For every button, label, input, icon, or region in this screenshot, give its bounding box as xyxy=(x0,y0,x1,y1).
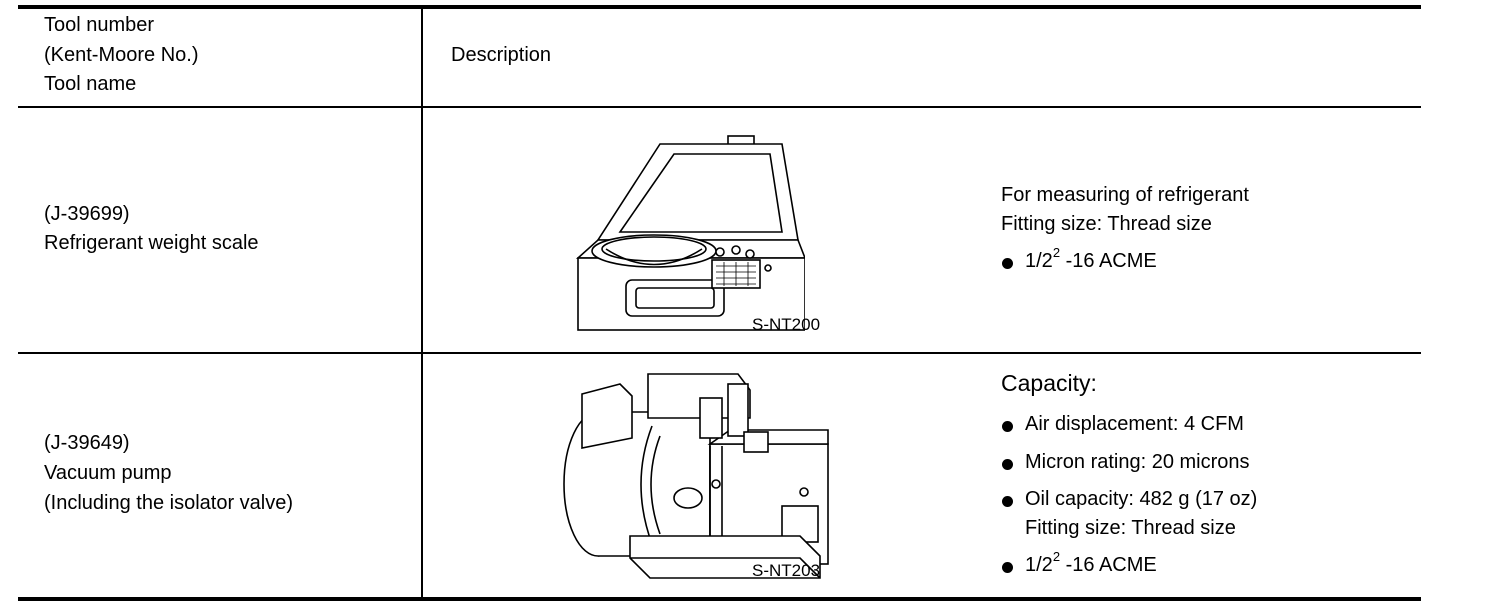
row2-bullet-3: Oil capacity: 482 g (17 oz) xyxy=(1025,488,1258,510)
table-top-rule xyxy=(18,5,1421,9)
row2-tool-number: (J-39649) xyxy=(44,432,130,454)
header-tool-name: Tool name xyxy=(44,73,137,95)
row2-bullet-dot-2 xyxy=(1002,459,1013,470)
row1-bullet-dot xyxy=(1002,258,1013,269)
row2-bullet-dot-4 xyxy=(1002,562,1013,573)
vacuum-pump-icon xyxy=(563,373,829,579)
row2-image-code: S-NT203 xyxy=(752,561,821,580)
header-description: Description xyxy=(451,44,552,66)
row1-tool-number: (J-39699) xyxy=(44,203,130,225)
row2-capacity-heading: Capacity: xyxy=(1001,370,1097,396)
row2-bullet-2: Micron rating: 20 microns xyxy=(1025,451,1250,473)
row2-bullet-dot-3 xyxy=(1002,496,1013,507)
row2-tool-note: (Including the isolator valve) xyxy=(44,492,294,514)
header-bottom-rule xyxy=(18,106,1421,108)
row2-fitting: Fitting size: Thread size xyxy=(1025,517,1236,539)
row-divider xyxy=(18,352,1421,354)
row2-bullet-1: Air displacement: 4 CFM xyxy=(1025,413,1244,435)
column-divider xyxy=(421,7,423,599)
refrigerant-scale-icon xyxy=(575,135,805,331)
table-bottom-rule xyxy=(18,597,1421,601)
row1-image-code: S-NT200 xyxy=(752,315,821,334)
row1-desc-bullet: 1/22 -16 ACME xyxy=(1025,245,1157,272)
header-tool-number: Tool number xyxy=(44,14,155,36)
header-kent-moore: (Kent-Moore No.) xyxy=(44,44,199,66)
row2-tool-name: Vacuum pump xyxy=(44,462,172,484)
row1-desc-line2: Fitting size: Thread size xyxy=(1001,213,1212,235)
row1-desc-line1: For measuring of refrigerant xyxy=(1001,184,1249,206)
row2-bullet-last: 1/22 -16 ACME xyxy=(1025,549,1157,576)
row2-bullet-dot-1 xyxy=(1002,421,1013,432)
row1-tool-name: Refrigerant weight scale xyxy=(44,232,259,254)
